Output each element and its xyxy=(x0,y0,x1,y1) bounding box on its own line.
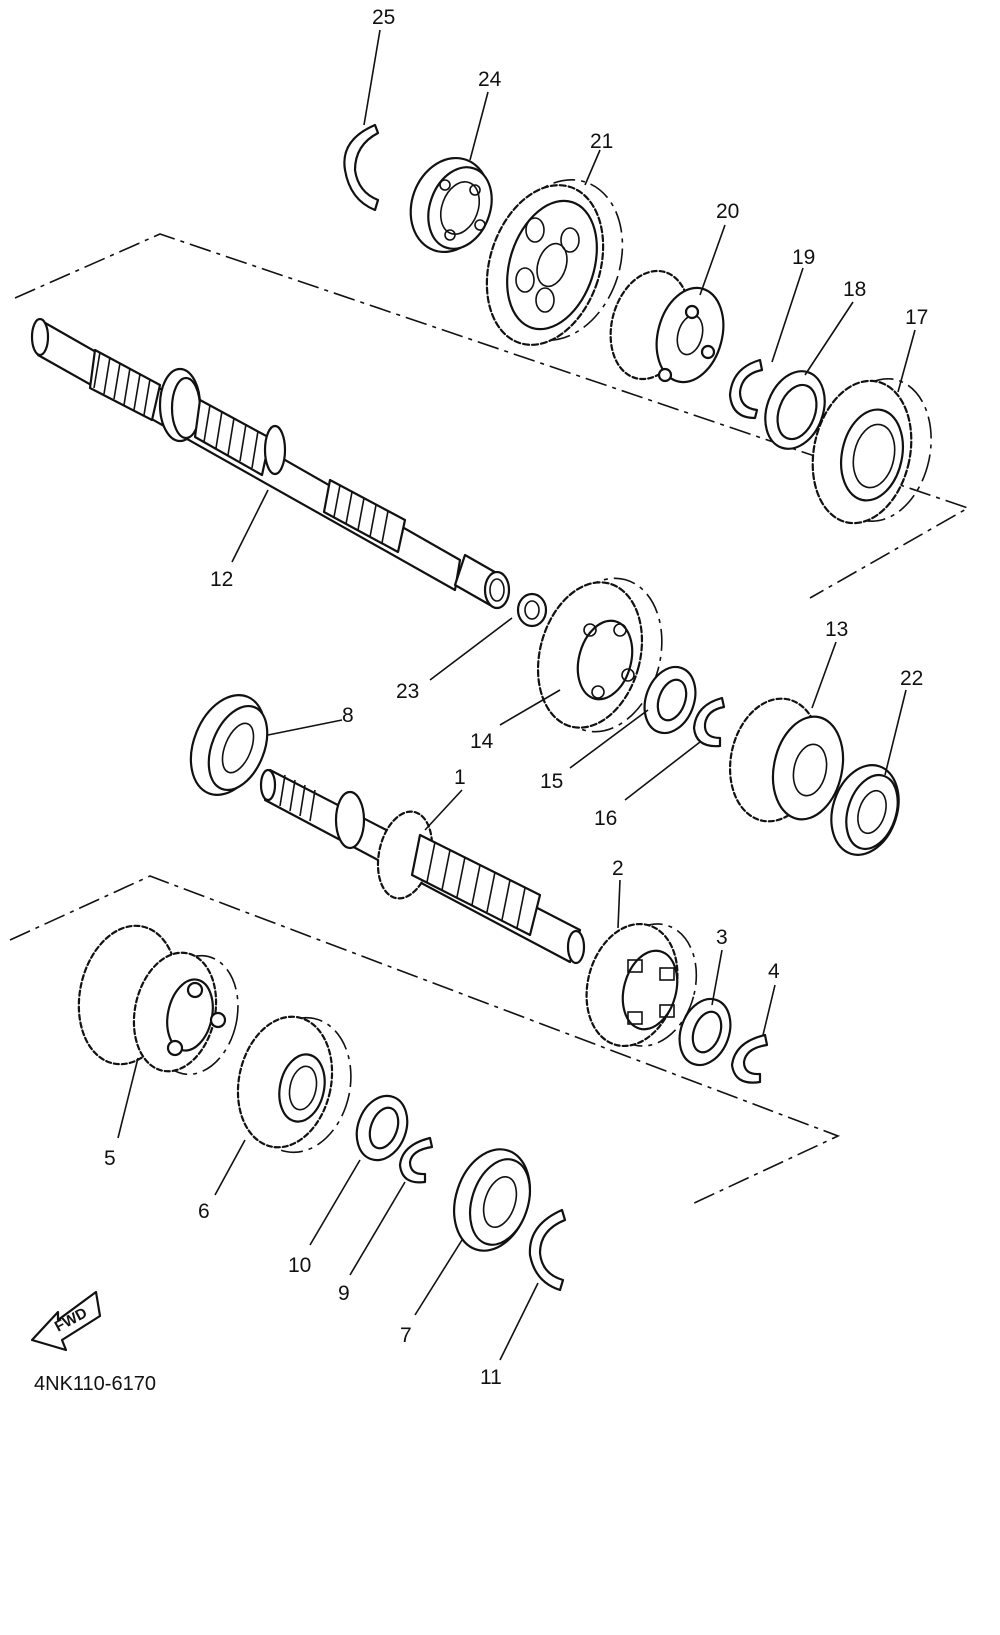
callout-11: 11 xyxy=(480,1366,502,1389)
callout-18: 18 xyxy=(843,278,866,301)
gear-17 xyxy=(811,378,932,525)
gear-14 xyxy=(536,577,663,733)
callout-15: 15 xyxy=(540,770,563,793)
counter-shaft-1 xyxy=(259,768,586,965)
leader-lines xyxy=(117,29,916,1361)
lower-group-outline xyxy=(9,875,841,1206)
callout-9: 9 xyxy=(338,1282,350,1305)
washer-18 xyxy=(764,370,826,450)
callout-10: 10 xyxy=(288,1254,311,1277)
bearing-24 xyxy=(409,156,493,254)
gear-21 xyxy=(485,179,624,346)
callout-16: 16 xyxy=(594,807,617,830)
circlip-16 xyxy=(692,696,726,748)
callout-25: 25 xyxy=(372,6,395,29)
callout-20: 20 xyxy=(716,200,739,223)
washer-3 xyxy=(678,997,732,1067)
callout-2: 2 xyxy=(612,857,624,880)
drawing-code: 4NK110-6170 xyxy=(34,1373,156,1395)
gear-6 xyxy=(236,1015,352,1154)
callout-22: 22 xyxy=(900,667,923,690)
circlip-11 xyxy=(528,1208,567,1292)
callout-3: 3 xyxy=(716,926,728,949)
collar-23 xyxy=(516,592,548,628)
callout-12: 12 xyxy=(210,568,233,591)
gear-20 xyxy=(609,269,725,384)
gear-5 xyxy=(77,924,239,1076)
bearing-22 xyxy=(830,764,900,856)
callout-19: 19 xyxy=(792,246,815,269)
circlip-4 xyxy=(730,1033,769,1084)
circlip-19 xyxy=(728,358,764,420)
callout-labels: 25 24 21 20 19 18 17 12 23 14 13 22 8 15… xyxy=(104,6,928,1389)
circlip-9 xyxy=(398,1136,434,1184)
callout-5: 5 xyxy=(104,1147,116,1170)
bearing-7 xyxy=(453,1148,531,1252)
callout-7: 7 xyxy=(400,1324,412,1347)
callout-17: 17 xyxy=(905,306,928,329)
bearing-8 xyxy=(189,694,269,796)
washer-15 xyxy=(643,665,697,735)
callout-6: 6 xyxy=(198,1200,210,1223)
callout-13: 13 xyxy=(825,618,848,641)
circlip-25 xyxy=(343,123,380,212)
upper-group-outline xyxy=(14,233,970,599)
callout-4: 4 xyxy=(768,960,780,983)
gear-13 xyxy=(728,697,845,823)
callout-1: 1 xyxy=(454,766,466,789)
washer-10 xyxy=(355,1094,409,1162)
callout-8: 8 xyxy=(342,704,354,727)
callout-14: 14 xyxy=(470,730,494,753)
callout-21: 21 xyxy=(590,130,613,153)
fwd-direction-arrow: FWD xyxy=(30,1290,102,1352)
gear-2 xyxy=(585,922,698,1048)
callout-24: 24 xyxy=(478,68,502,91)
main-shaft-12 xyxy=(30,317,511,610)
callout-23: 23 xyxy=(396,680,419,703)
